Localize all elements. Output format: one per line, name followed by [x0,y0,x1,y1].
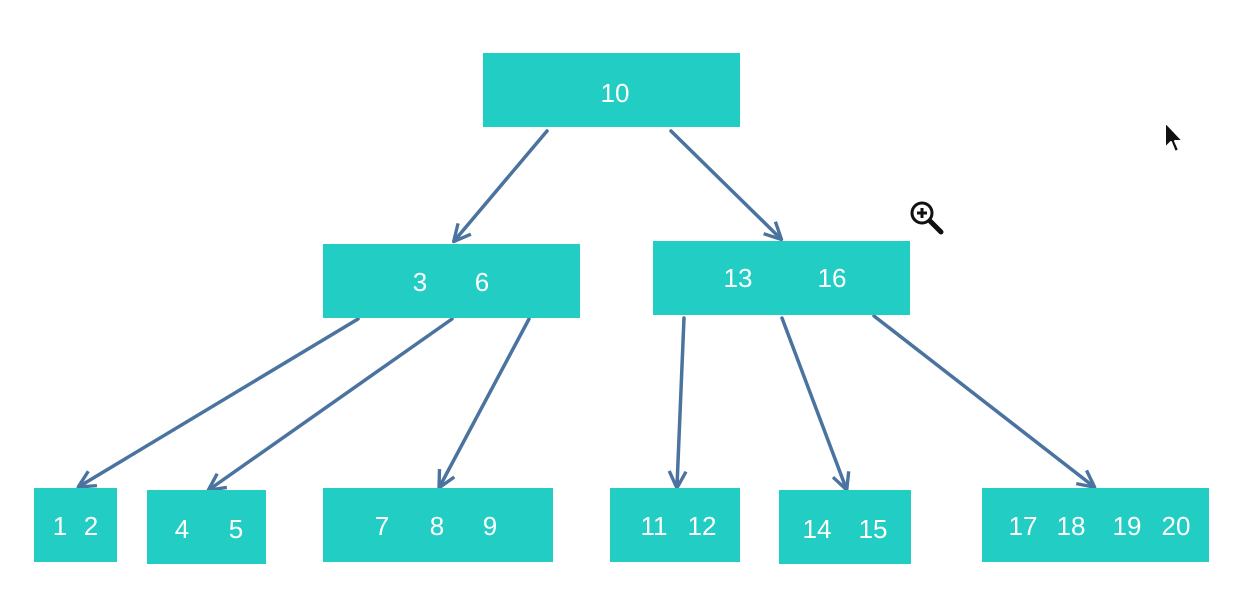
node-key: 18 [1056,511,1086,541]
node-key: 8 [429,511,445,541]
node-leaf-7-8-9: 7 8 9 [323,488,553,562]
edge-left-to-leaf-1-2 [76,317,360,489]
node-key: 6 [474,267,490,297]
node-key: 12 [687,511,717,541]
zoom-in-icon[interactable] [909,200,945,236]
edge-right-to-leaf-11-12 [667,316,688,490]
node-key: 1 [52,511,68,541]
node-leaf-1-2: 1 2 [34,488,117,562]
node-right: 13 16 [653,241,910,315]
node-key: 13 [723,263,753,293]
node-key: 2 [83,511,99,541]
edge-left-to-leaf-4-5 [206,317,454,492]
node-key: 17 [1008,511,1038,541]
edge-left-to-leaf-7-8-9 [437,317,531,490]
node-key: 4 [174,514,190,544]
node-key: 20 [1161,511,1191,541]
node-leaf-17-18-19-20: 17 18 19 20 [982,488,1209,562]
node-key: 10 [600,78,630,108]
node-left: 3 6 [323,244,580,318]
node-key: 15 [858,514,888,544]
edge-right-to-leaf-17-18-19-20 [872,314,1097,489]
node-key: 5 [228,514,244,544]
node-key: 19 [1112,511,1142,541]
node-key: 7 [374,511,390,541]
cursor-icon [1164,121,1184,153]
node-key: 9 [482,511,498,541]
node-key: 3 [412,267,428,297]
node-leaf-11-12: 11 12 [610,488,740,562]
node-key: 11 [640,511,668,541]
node-leaf-14-15: 14 15 [779,490,911,564]
node-key: 16 [817,263,847,293]
edge-right-to-leaf-14-15 [780,316,851,492]
edge-root-to-right [669,129,784,242]
node-key: 14 [802,514,832,544]
node-leaf-4-5: 4 5 [147,490,266,564]
node-root: 10 [483,53,740,127]
edge-root-to-left [451,129,549,244]
